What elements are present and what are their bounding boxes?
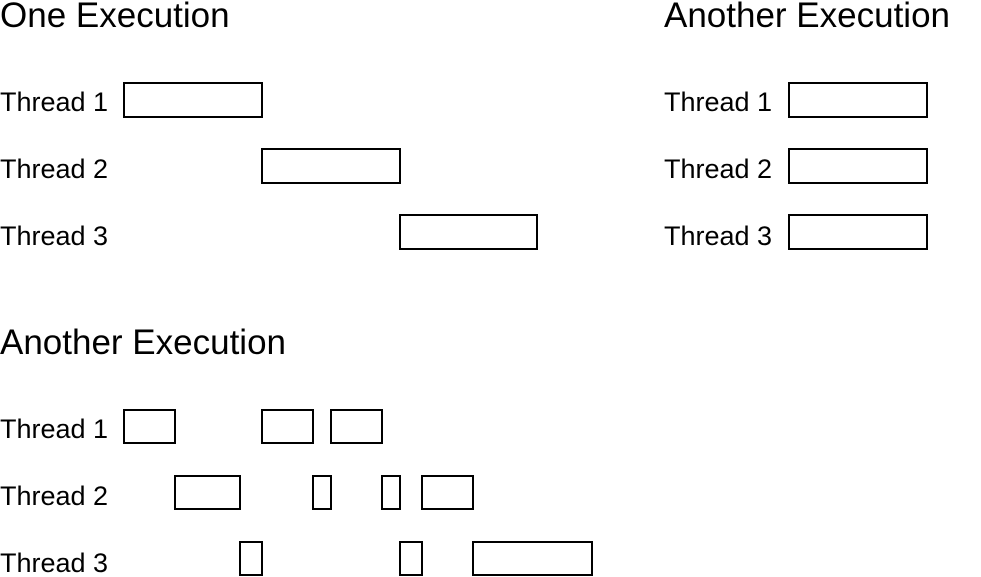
thread-label-1: Thread 1 [0,414,108,444]
thread-label-1: Thread 1 [664,87,772,117]
execution-segment [261,409,314,444]
thread-label-2: Thread 2 [664,154,772,184]
panel-another-execution-parallel: Another Execution Thread 1 Thread 2 Thre… [664,0,950,251]
execution-segment [399,214,538,250]
execution-segment [788,82,928,118]
thread-label-3: Thread 3 [0,221,108,251]
execution-segment [174,475,241,510]
thread-label-2: Thread 2 [0,481,108,511]
execution-segment [123,409,176,444]
panel-one-execution: One Execution Thread 1 Thread 2 Thread 3 [0,0,538,251]
execution-segment [381,475,401,510]
thread-label-3: Thread 3 [664,221,772,251]
execution-segment [788,148,928,184]
execution-segment [399,541,423,576]
thread-label-3: Thread 3 [0,548,108,577]
panel-another-execution-interleaved: Another Execution Thread 1 Thread 2 Thre… [0,323,593,577]
execution-segment [261,148,401,184]
panel-title: Another Execution [664,0,950,35]
panel-title: Another Execution [0,323,286,362]
execution-segment [239,541,263,576]
thread-label-1: Thread 1 [0,87,108,117]
thread-label-2: Thread 2 [0,154,108,184]
execution-segment [788,214,928,250]
execution-segment [472,541,593,576]
panel-title: One Execution [0,0,230,35]
execution-segment [123,82,263,118]
execution-segment [330,409,383,444]
execution-segment [312,475,332,510]
execution-segment [421,475,474,510]
